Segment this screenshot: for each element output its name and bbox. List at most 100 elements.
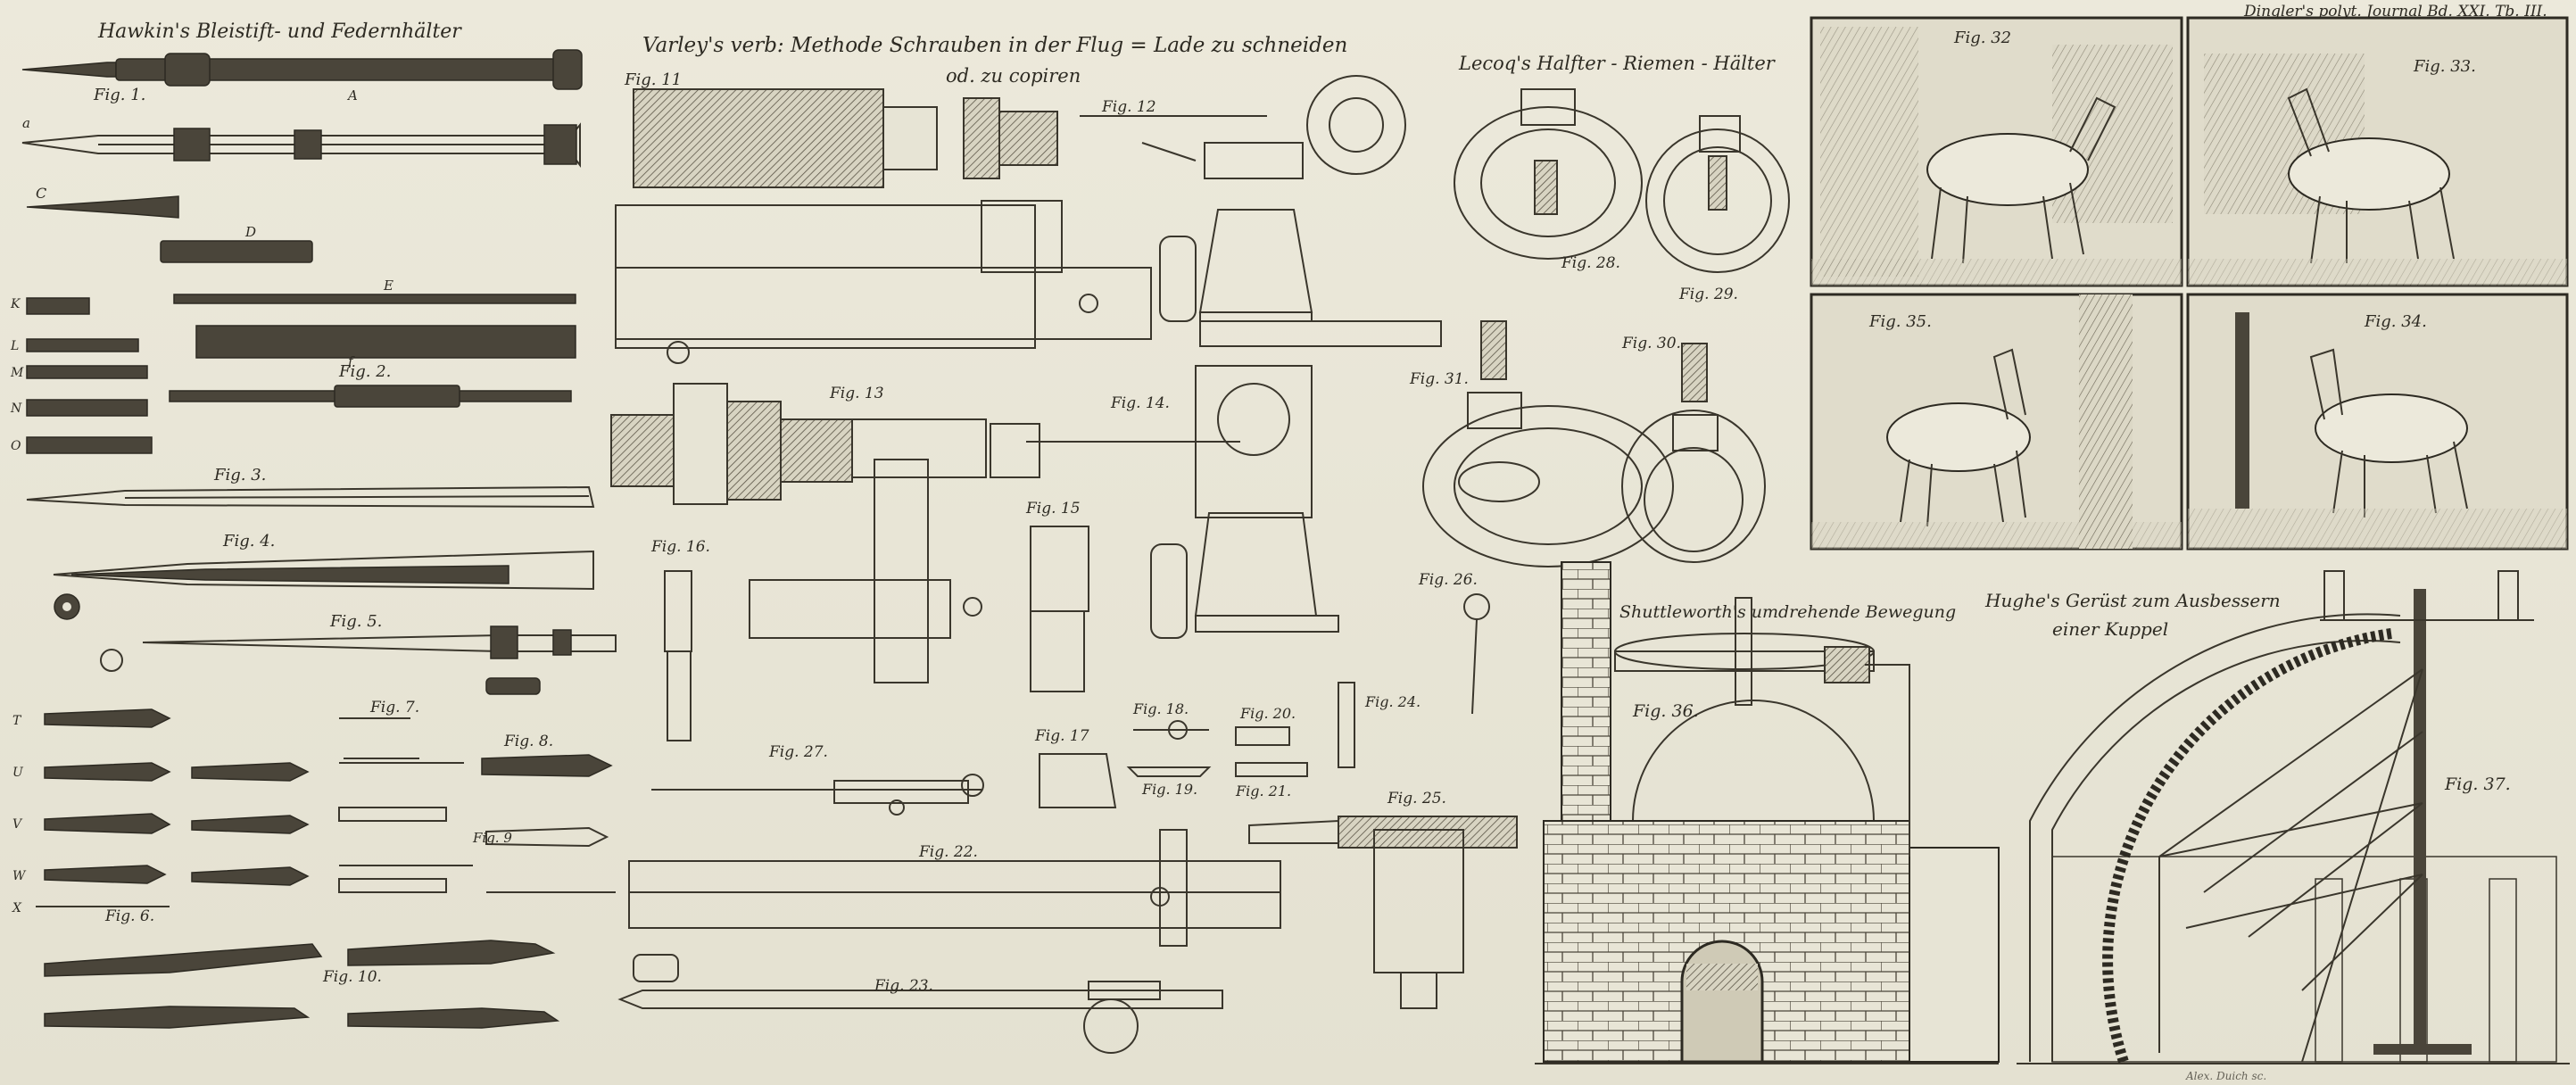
fig1-pencil-holder: Fig. 1.	[21, 49, 583, 104]
fig33-panel: Fig. 33.	[2186, 16, 2569, 287]
lecoq-title: Lecoq's Halfter - Riemen - Hälter	[1458, 53, 1777, 74]
fig15-label: Fig. 15	[1025, 500, 1081, 518]
fig2-label: Fig. 2.	[338, 362, 391, 381]
varley-title-2: od. zu copiren	[946, 65, 1081, 87]
label-L: L	[10, 339, 19, 353]
fig16-label: Fig. 16.	[650, 538, 710, 556]
fig13-lathe-die: Fig. 13	[610, 383, 1040, 683]
fig28-label: Fig. 28.	[1561, 254, 1620, 272]
fig4-holder: Fig. 4.	[53, 532, 594, 620]
hawkins-section: Hawkin's Bleistift- und Federnhälter Fig…	[10, 21, 617, 1029]
fig32-label: Fig. 32	[1953, 29, 2011, 47]
label-O: O	[11, 439, 21, 453]
label-W: W	[12, 869, 27, 883]
fig-d-tube: D	[160, 224, 313, 263]
fig36-label: Fig. 36.	[1632, 701, 1699, 721]
fig30-ring: Fig. 30.	[1621, 335, 1766, 563]
fig7-fig8-fig9-nibs: Fig. 7. Fig. 8. Fig. 9	[338, 699, 616, 893]
fig4-label: Fig. 4.	[222, 532, 275, 551]
fig7-label: Fig. 7.	[369, 699, 419, 716]
disc-shaft	[1735, 597, 1752, 706]
fig1-section-drawing: a A	[21, 87, 581, 168]
label-a-fig1: a	[22, 115, 30, 131]
fig15-fig16-fig17: Fig. 15 Fig. 16. Fig. 17	[650, 500, 1117, 808]
fig23-bar: Fig. 23.	[617, 954, 1223, 1054]
central-mast	[2414, 589, 2426, 1053]
hawkins-title: Hawkin's Bleistift- und Federnhälter	[97, 21, 462, 43]
fig18-label: Fig. 18.	[1132, 700, 1189, 717]
fig17-label: Fig. 17	[1034, 727, 1089, 745]
fig24-label: Fig. 24.	[1364, 693, 1421, 710]
fig35-label: Fig. 35.	[1868, 312, 1932, 331]
horse-panels: Fig. 32 Fig. 33. Fig. 35.	[1810, 16, 2569, 551]
fig8-label: Fig. 8.	[503, 733, 553, 750]
fire-grate	[1686, 964, 1758, 990]
fig19-label: Fig. 19.	[1141, 781, 1197, 798]
fig13-label: Fig. 13	[829, 385, 884, 402]
label-A-fig1: A	[346, 87, 358, 104]
hughe-title-2: einer Kuppel	[2052, 618, 2168, 640]
fig34-panel: Fig. 34.	[2186, 293, 2569, 551]
hughe-title-1: Hughe's Gerüst zum Ausbessern	[1984, 590, 2281, 611]
fig27-bar: Fig. 27.	[651, 743, 984, 816]
rack-track	[2102, 628, 2392, 1064]
fig18-to-fig24-parts: Fig. 18. Fig. 19. Fig. 20. Fig. 21. Fig.…	[1126, 682, 1421, 799]
side-housing	[1909, 847, 2000, 1063]
fig3-label: Fig. 3.	[213, 466, 266, 485]
fig27-label: Fig. 27.	[768, 743, 828, 761]
fig22-bar-clamp: Fig. 22.	[628, 829, 1281, 947]
header-right: Dingler's polyt. Journal Bd. XXI. Tb. II…	[2243, 3, 2547, 21]
scaffold-frame	[2158, 668, 2423, 1063]
fig33-label: Fig. 33.	[2413, 57, 2476, 76]
fire-door	[1680, 940, 1764, 1064]
fig11-label: Fig. 11	[624, 70, 682, 89]
dome-outline-outer	[2029, 613, 2401, 1062]
label-D: D	[244, 224, 256, 240]
shuttleworth-section: Shuttleworth's umdrehende Bewegung Fig. …	[1535, 561, 2000, 1064]
disc-rim	[1614, 650, 1875, 672]
label-I: f	[347, 353, 355, 369]
fig21-label: Fig. 21.	[1235, 783, 1291, 799]
label-X: X	[12, 901, 22, 915]
fig10-fig11-nibs: Fig. 10.	[44, 940, 560, 1029]
mast-base	[2373, 1044, 2472, 1055]
fig12-label: Fig. 12	[1101, 98, 1156, 116]
fig28-ring: Fig. 28.	[1454, 88, 1643, 272]
fig5-label: Fig. 5.	[329, 612, 382, 631]
label-U: U	[12, 766, 24, 780]
fig30-label: Fig. 30.	[1621, 335, 1681, 352]
fig31-ring: Fig. 31.	[1409, 320, 1674, 567]
fig26-hook: Fig. 26.	[1418, 571, 1490, 715]
fig14-label: Fig. 14.	[1110, 394, 1170, 412]
fig6-label: Fig. 6.	[104, 907, 154, 925]
fig14-tool-holder: Fig. 14.	[1026, 365, 1339, 639]
fig29-ring: Fig. 29.	[1645, 115, 1790, 303]
fig11-lathe-screw: Fig. 11	[615, 70, 1152, 364]
fig31-label: Fig. 31.	[1409, 370, 1469, 388]
fig23-label: Fig. 23.	[874, 977, 933, 995]
fig12-tool-holder: Fig. 12	[1080, 75, 1442, 347]
fig35-panel: Fig. 35.	[1810, 293, 2183, 551]
drum-pilasters	[2315, 878, 2517, 1063]
drive-box	[1824, 646, 1870, 683]
fig9-label: Fig. 9	[472, 830, 512, 846]
fig25-wrench: Fig. 25.	[1248, 790, 1518, 1009]
fig34-label: Fig. 34.	[2364, 312, 2427, 331]
fig26-label: Fig. 26.	[1418, 571, 1478, 589]
varley-section: Varley's verb: Methode Schrauben in der …	[610, 34, 1518, 1054]
fig1-label: Fig. 1.	[93, 86, 145, 104]
label-E: E	[383, 277, 393, 294]
varley-title-1: Varley's verb: Methode Schrauben in der …	[642, 34, 1347, 57]
fig6-nibs: T U V W X Fig. 6.	[12, 708, 310, 925]
fig32-panel: Fig. 32	[1810, 16, 2183, 287]
label-M: M	[10, 366, 24, 380]
fig22-label: Fig. 22.	[918, 843, 978, 861]
fig2-holder: Fig. 2.	[169, 362, 572, 408]
lecoq-section: Lecoq's Halfter - Riemen - Hälter Fig. 2…	[1409, 53, 1790, 567]
fig-e-rods: E f	[173, 277, 576, 369]
label-K: K	[10, 297, 21, 311]
fig25-label: Fig. 25.	[1387, 790, 1446, 808]
label-C: C	[36, 185, 46, 202]
